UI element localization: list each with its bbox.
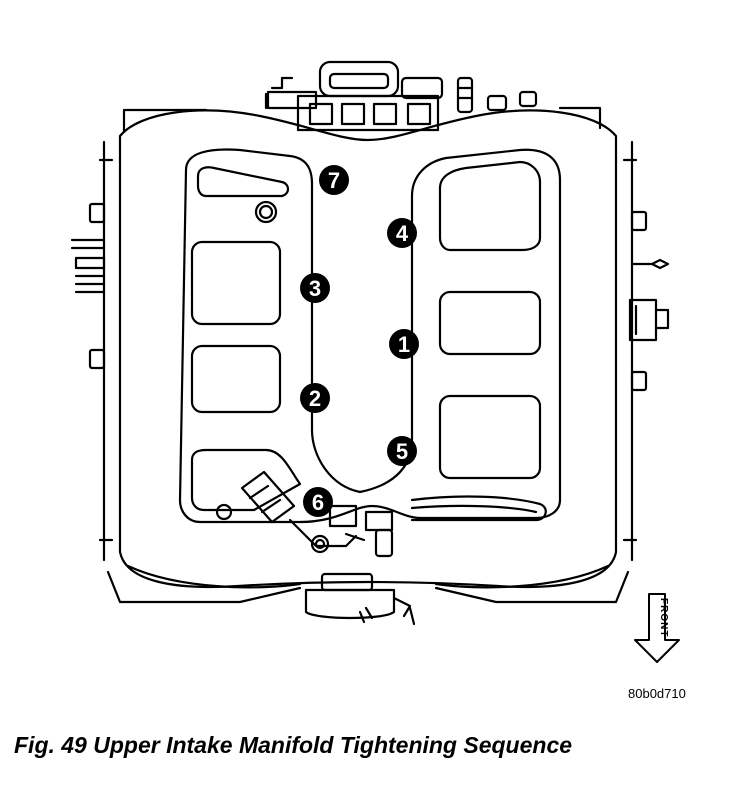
manifold-body bbox=[98, 109, 638, 604]
bolt-5-label: 5 bbox=[396, 439, 408, 464]
left-runner-ports bbox=[190, 166, 302, 521]
front-arrow-icon: FRONT bbox=[634, 593, 680, 663]
bolt-7-label: 7 bbox=[328, 168, 340, 193]
right-runner-ports bbox=[410, 160, 547, 522]
bottom-outlet bbox=[304, 572, 416, 626]
bolt-4-marker: 4 bbox=[387, 218, 417, 248]
bolt-2-marker: 2 bbox=[300, 383, 330, 413]
lower-center-components bbox=[240, 470, 394, 558]
bolt-3-marker: 3 bbox=[300, 273, 330, 303]
bolt-6-marker: 6 bbox=[303, 487, 333, 517]
part-number: 80b0d710 bbox=[628, 686, 686, 701]
bolt-4-label: 4 bbox=[396, 221, 409, 246]
bolt-6-label: 6 bbox=[312, 490, 324, 515]
figure-caption: Fig. 49 Upper Intake Manifold Tightening… bbox=[14, 732, 573, 758]
bolt-2-label: 2 bbox=[309, 386, 321, 411]
bolt-1-label: 1 bbox=[398, 332, 410, 357]
bolt-5-marker: 5 bbox=[387, 436, 417, 466]
top-fittings bbox=[122, 76, 602, 134]
bolt-1-marker: 1 bbox=[389, 329, 419, 359]
bolt-3-label: 3 bbox=[309, 276, 321, 301]
left-side-fittings bbox=[70, 202, 106, 370]
plenum-outline bbox=[178, 148, 562, 524]
front-arrow-label: FRONT bbox=[658, 598, 669, 637]
throttle-body bbox=[264, 60, 444, 132]
bolt-7-marker: 7 bbox=[319, 165, 349, 195]
right-side-fittings bbox=[628, 210, 670, 392]
